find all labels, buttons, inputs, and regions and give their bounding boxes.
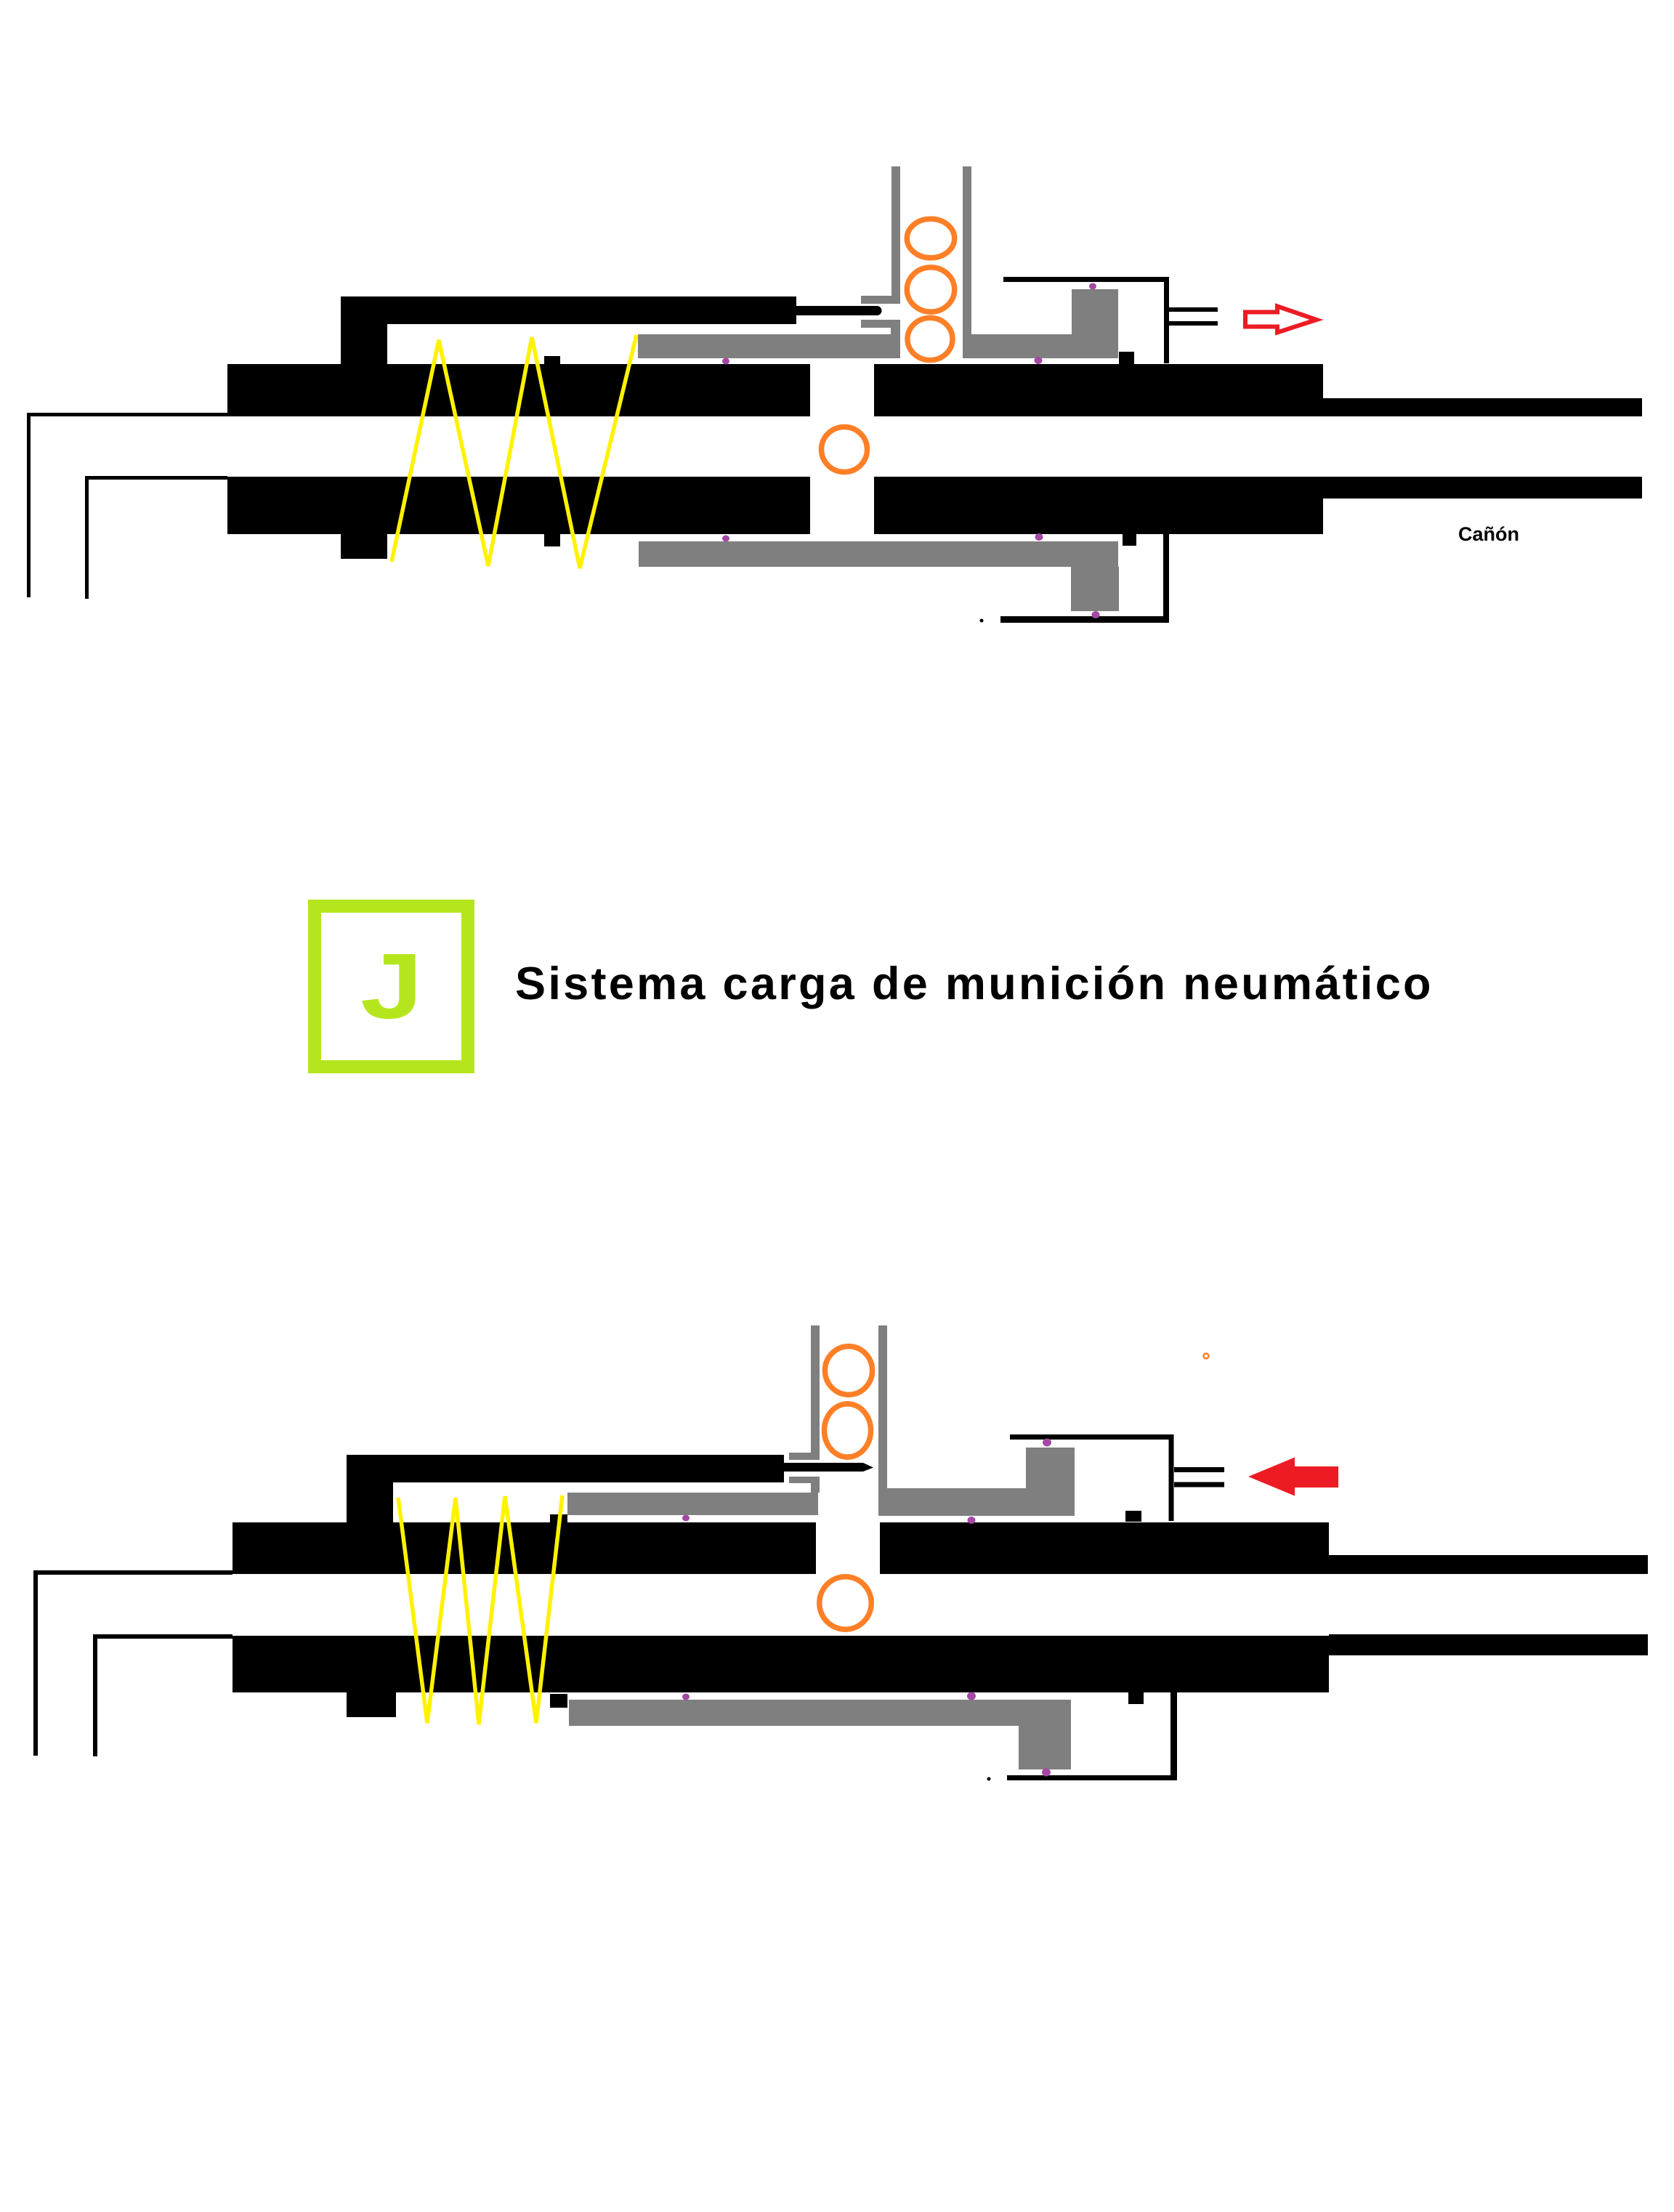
svg-text:J: J [360,935,423,1038]
svg-text:Cañón: Cañón [1458,523,1519,545]
svg-text:Sistema carga de munición neum: Sistema carga de munición neumático [515,958,1434,1009]
